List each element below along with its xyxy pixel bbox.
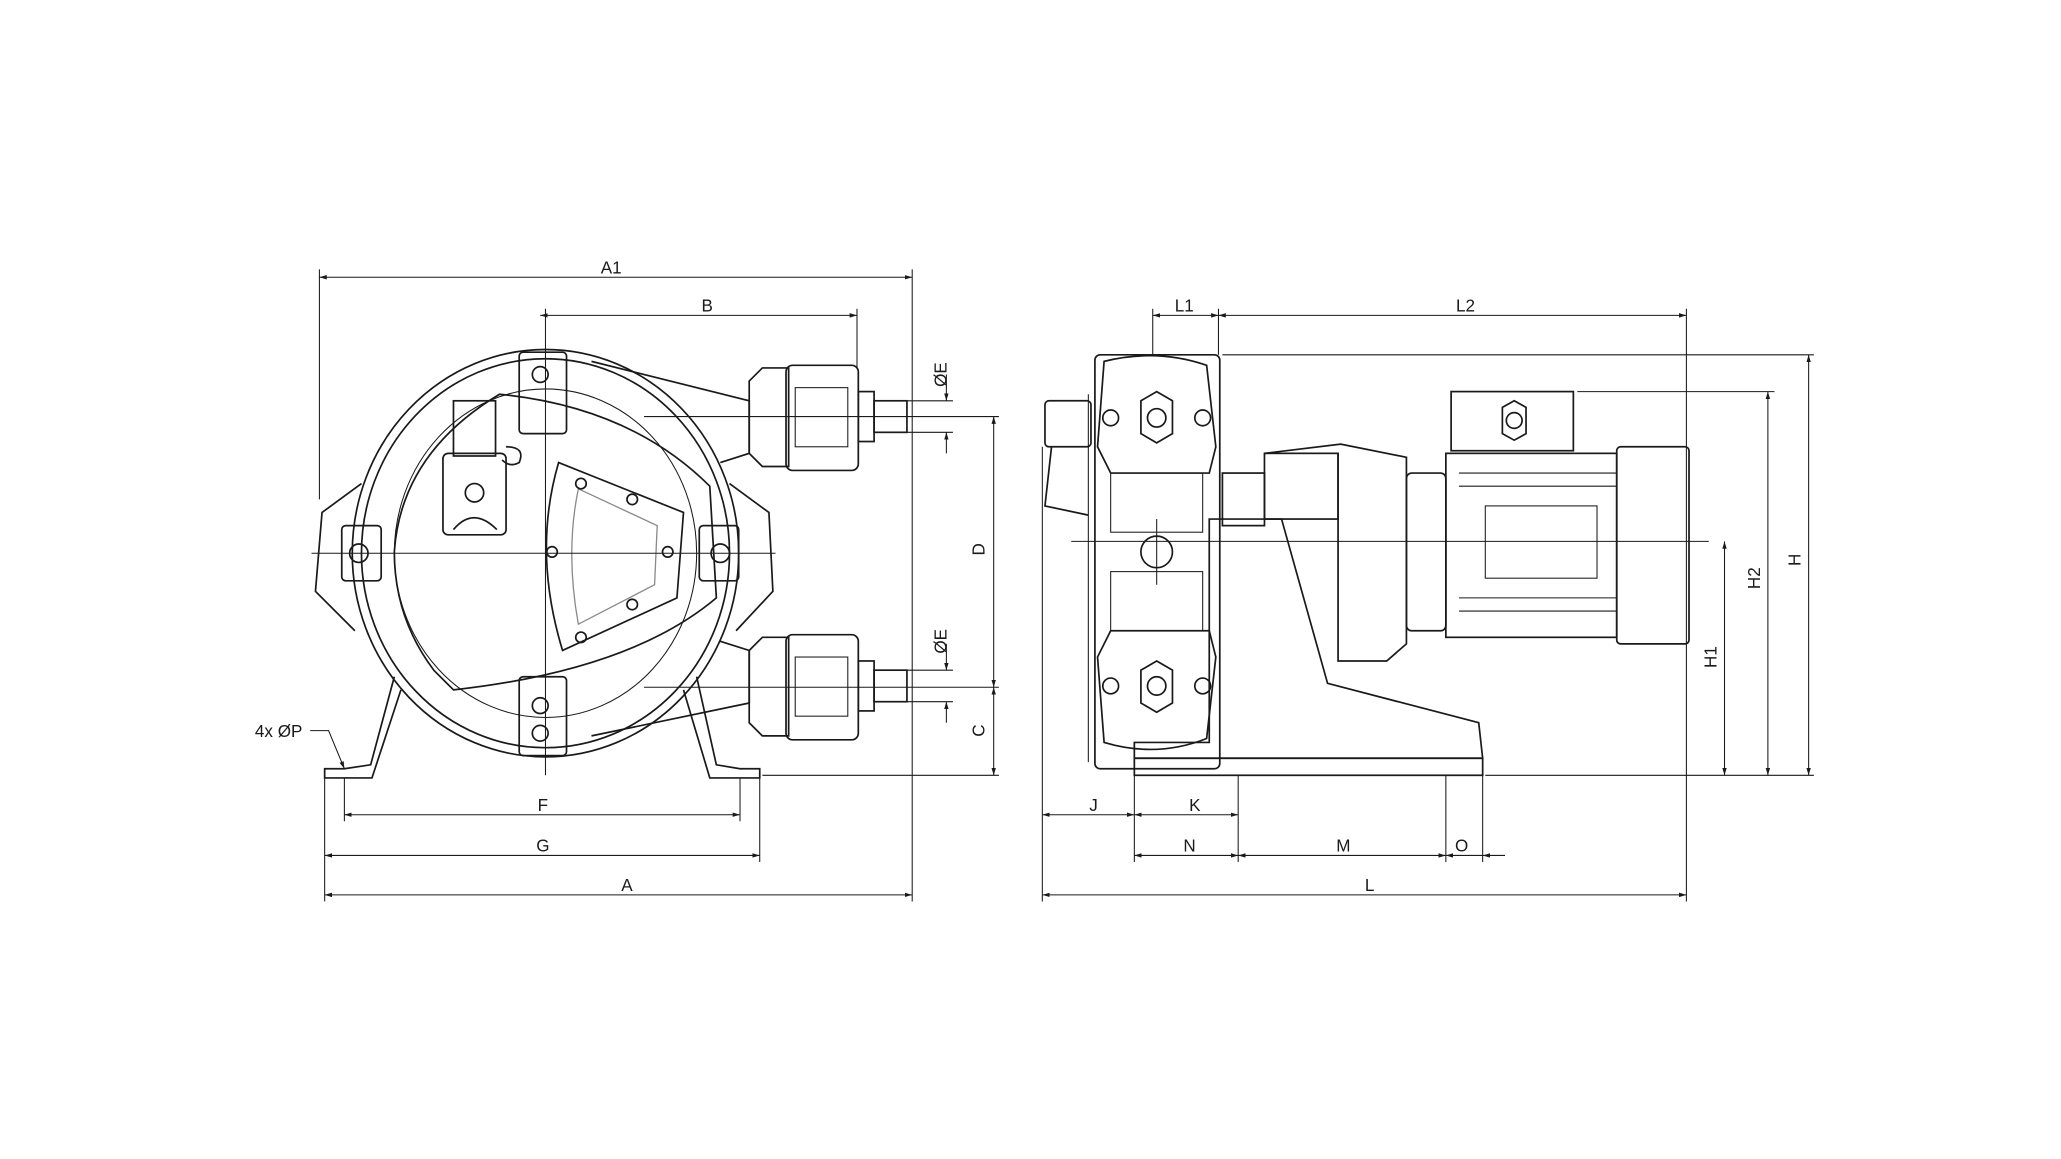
dim-label-j: J [1089,796,1098,815]
pump-cover [393,393,718,691]
dim-label-e-upper: ØE [931,362,950,387]
motor-bracket [1133,518,1484,760]
dim-label-o: O [1455,837,1468,856]
housing-right-ear [728,482,774,632]
upper-hose-connector [748,364,908,472]
dim-label-m: M [1336,837,1350,856]
dim-label-b: B [701,296,712,315]
dim-label-h2: H2 [1745,567,1764,589]
housing-left-ear [314,482,362,632]
pump-head [1044,353,1221,770]
dim-label-c: C [969,724,988,736]
dim-label-n: N [1183,837,1195,856]
cover-latch [442,399,522,536]
pump-feet [323,676,761,779]
dim-label-a: A [621,876,633,895]
electric-motor [1445,390,1690,645]
dim-label-h: H [1786,554,1805,566]
dim-label-l: L [1365,876,1375,895]
dim-label-g: G [536,837,549,856]
dim-label-l2: L2 [1456,296,1475,315]
dim-label-p: 4x ØP [255,722,302,741]
dim-label-d: D [969,543,988,555]
dim-label-e-lower: ØE [931,629,950,654]
base-plate [1133,757,1484,777]
inspection-window [545,461,685,652]
dim-label-h1: H1 [1702,646,1721,668]
window-screws [545,477,674,644]
gearbox [1221,443,1447,662]
lower-port-housing [591,640,751,737]
dim-label-f: F [538,796,548,815]
upper-port-housing [591,360,751,464]
front-view: A1 B ØE ØE D C 4x ØP F G A [255,258,999,902]
dim-label-k: K [1189,796,1201,815]
dim-label-l1: L1 [1175,296,1194,315]
side-view: L1 L2 H H2 H1 J K N M O L [1041,296,1814,902]
lower-hose-connector [748,633,908,741]
clamp-blocks [340,351,740,757]
dim-label-a1: A1 [601,258,622,277]
